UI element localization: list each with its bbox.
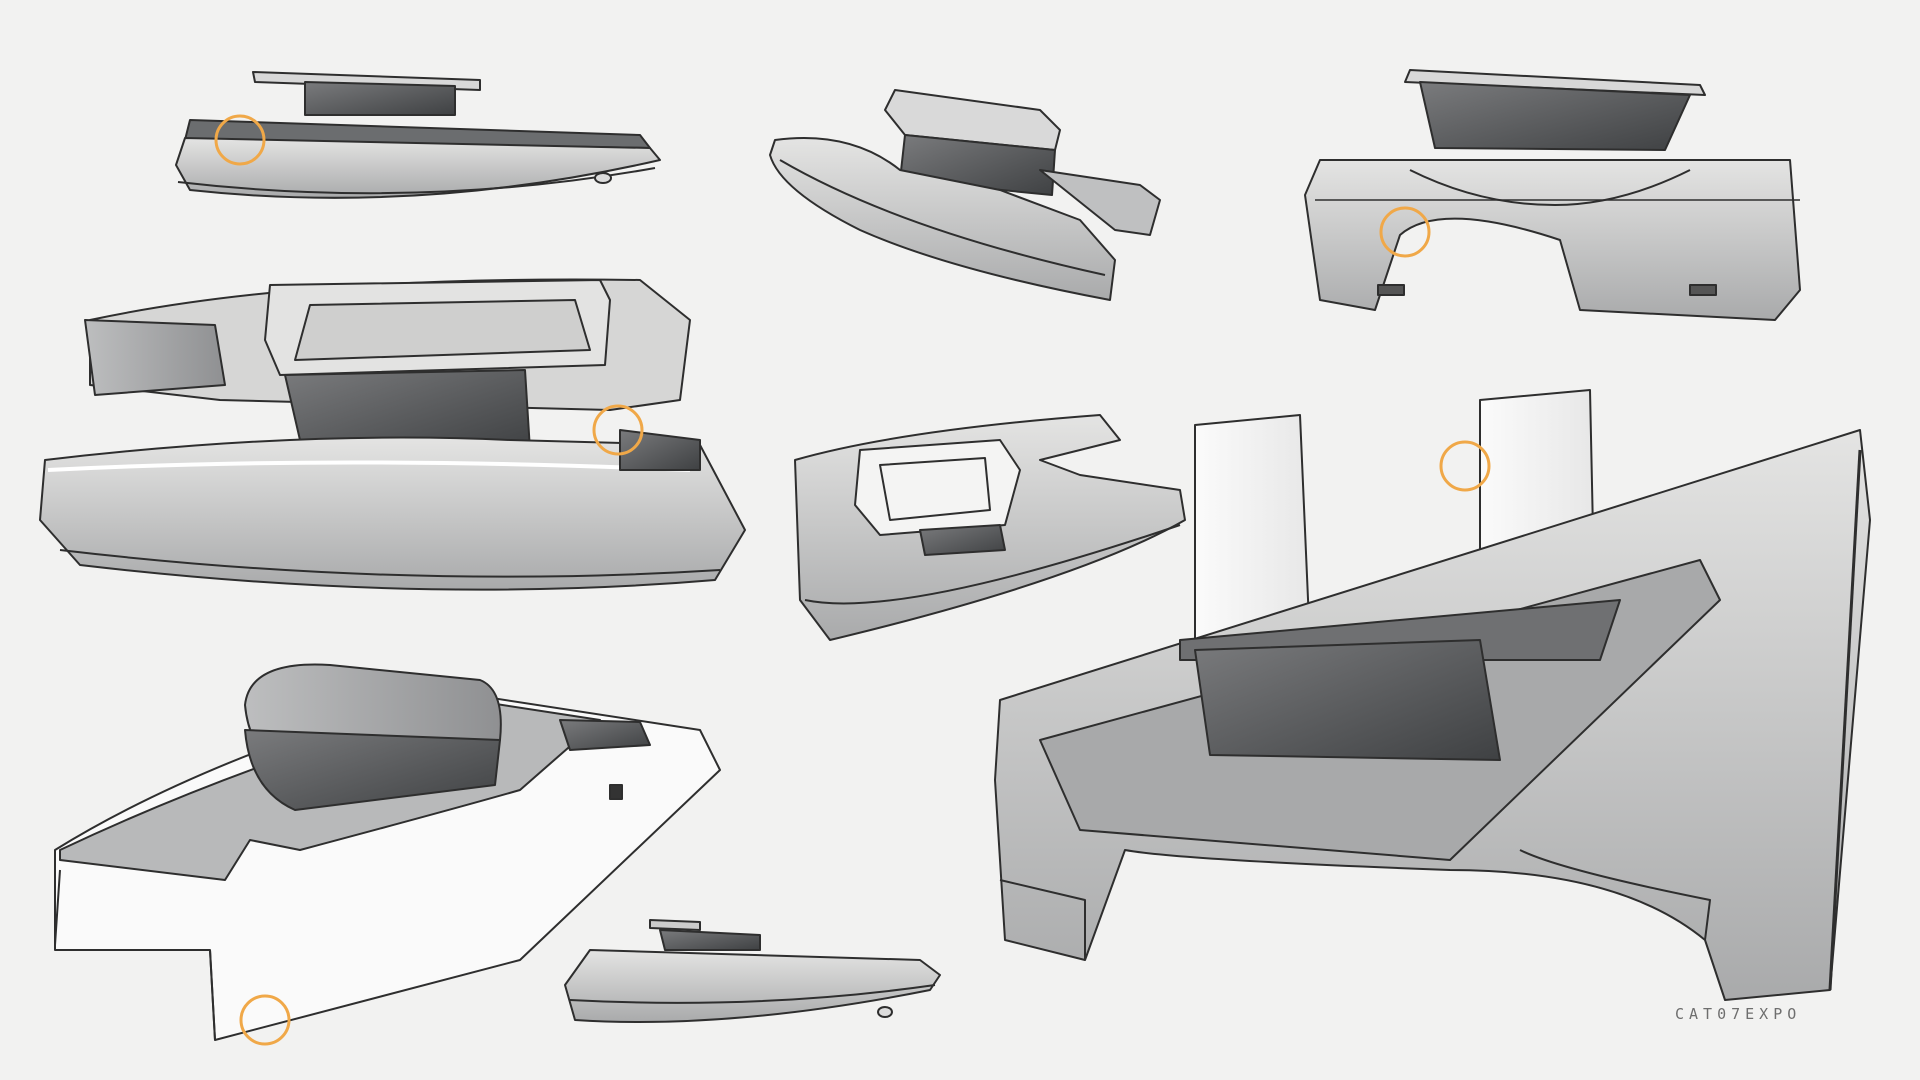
catamaran-small-three-quarter-center (794, 414, 1186, 641)
highlight-circle (214, 114, 266, 166)
highlight-circle (239, 994, 291, 1046)
catamaran-side-view-top-left (175, 71, 661, 199)
highlight-circle (1379, 206, 1431, 258)
catamaran-top-three-quarter-bottom-left (54, 663, 721, 1041)
catamaran-stern-view-top-right (1304, 69, 1801, 321)
designer-signature: CAT07EXPO (1675, 1005, 1802, 1023)
highlight-circle (592, 404, 644, 456)
catamaran-front-three-quarter-top-center (769, 89, 1161, 301)
catamaran-large-side-three-quarter (39, 278, 746, 591)
sailing-catamaran-stern-three-quarter-large (994, 389, 1871, 1001)
highlight-circle (1439, 440, 1491, 492)
catamaran-side-view-small-bottom-center (564, 919, 941, 1023)
